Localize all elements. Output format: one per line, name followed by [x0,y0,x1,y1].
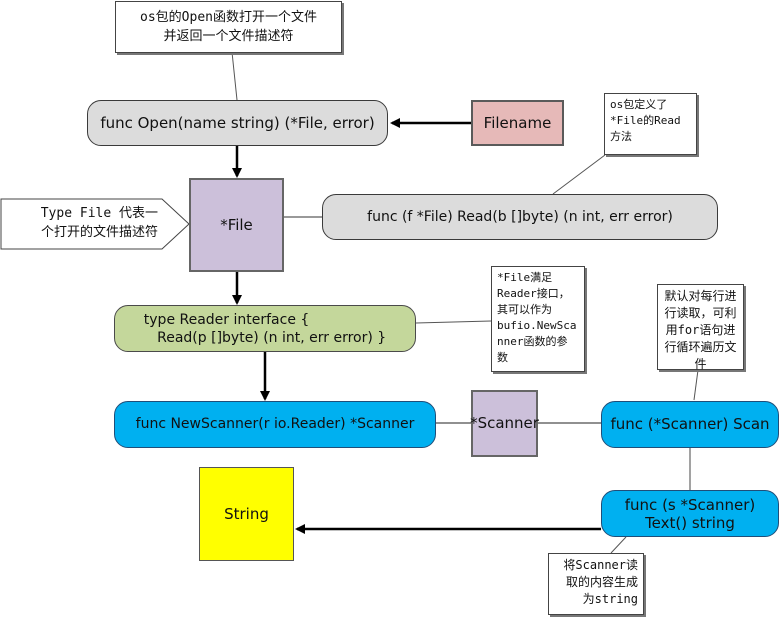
scan-method-node: func (*Scanner) Scan [601,401,779,448]
text-note-leader [610,536,627,554]
file-type-node: *File [189,178,284,272]
text-description-note: 将Scanner读 取的内容生成 为string [548,553,644,615]
file-callout-shape [0,198,190,250]
open-description-note: os包的Open函数打开一个文件 并返回一个文件描述符 [115,1,342,53]
scan-note-leader [693,369,699,401]
reader-note-leader [415,320,492,324]
read-note-leader [552,154,606,195]
scanner-type-node: *Scanner [470,390,539,457]
text-method-node: func (s *Scanner) Text() string [601,490,779,537]
read-description-note: os包定义了 *File的Read 方法 [604,93,697,155]
file-description-callout: Type File 代表一 个打开的文件描述符 [40,206,158,240]
read-method-node: func (f *File) Read(b []byte) (n int, er… [322,194,718,240]
reader-interface-node: type Reader interface { Read(p []byte) (… [114,305,416,352]
open-note-leader [231,51,238,101]
new-scanner-node: func NewScanner(r io.Reader) *Scanner [114,401,436,448]
string-type-node: String [199,467,294,561]
scan-description-note: 默认对每行进 行读取，可利 用for语句进 行循环遍历文 件 [657,284,744,371]
reader-description-note: *File满足 Reader接口， 其可以作为 bufio.NewSca nne… [491,266,585,372]
open-function-node: func Open(name string) (*File, error) [87,100,388,146]
filename-node: Filename [471,100,564,146]
